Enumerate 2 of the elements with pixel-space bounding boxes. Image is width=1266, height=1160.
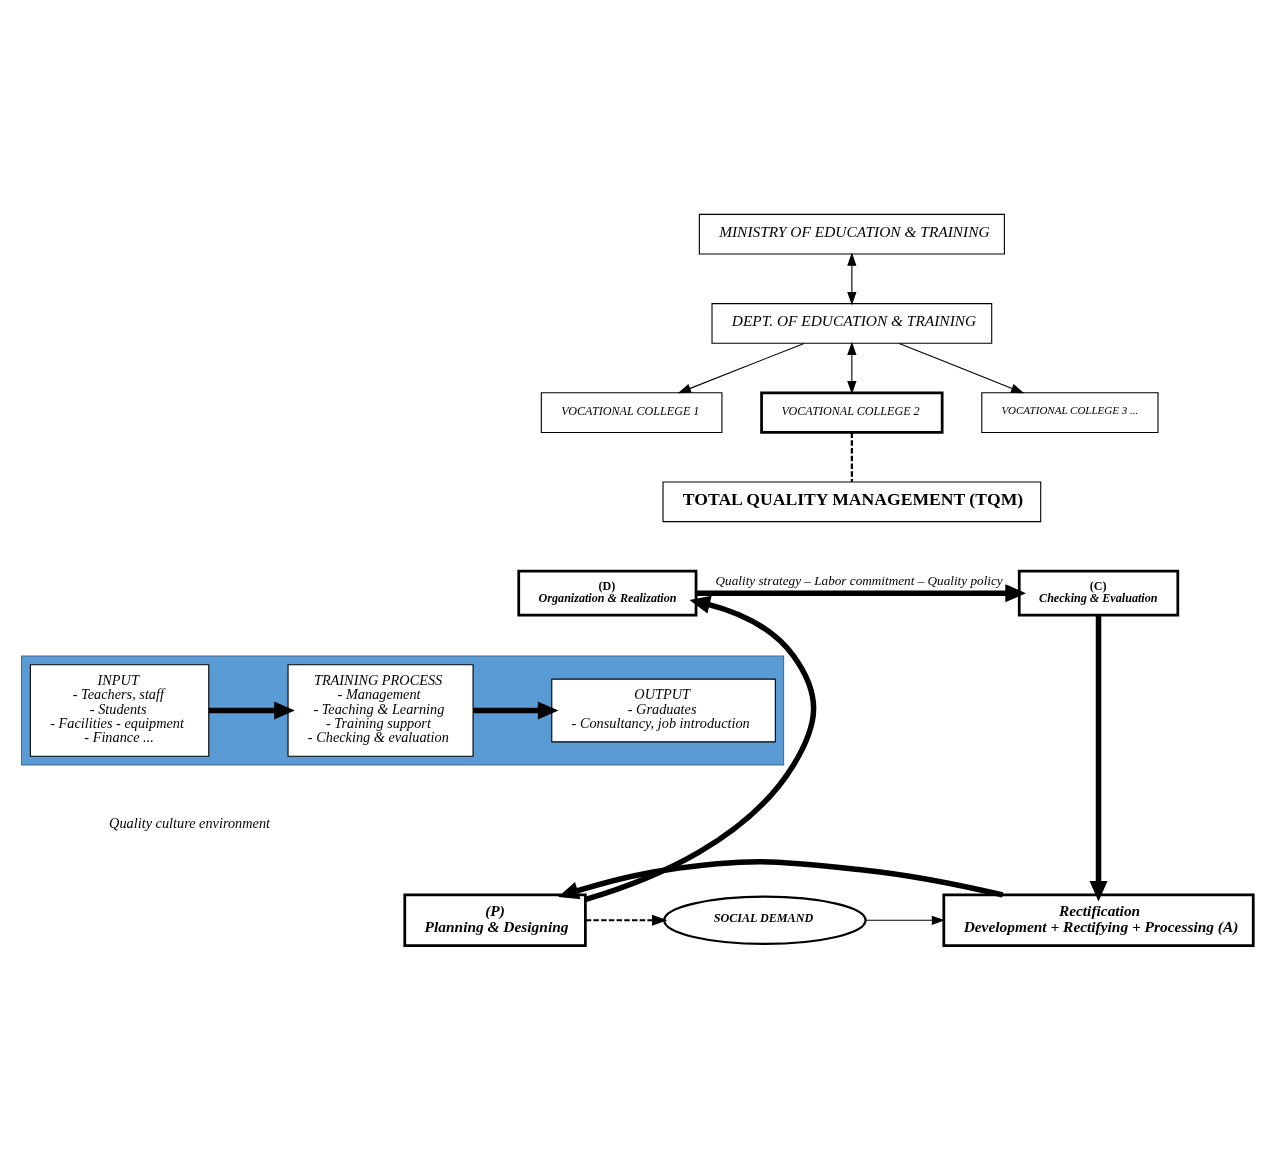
label: Quality culture environment [109,815,271,832]
edge-label: Quality strategy – Labor commitment – Quality policy [715,573,1003,589]
